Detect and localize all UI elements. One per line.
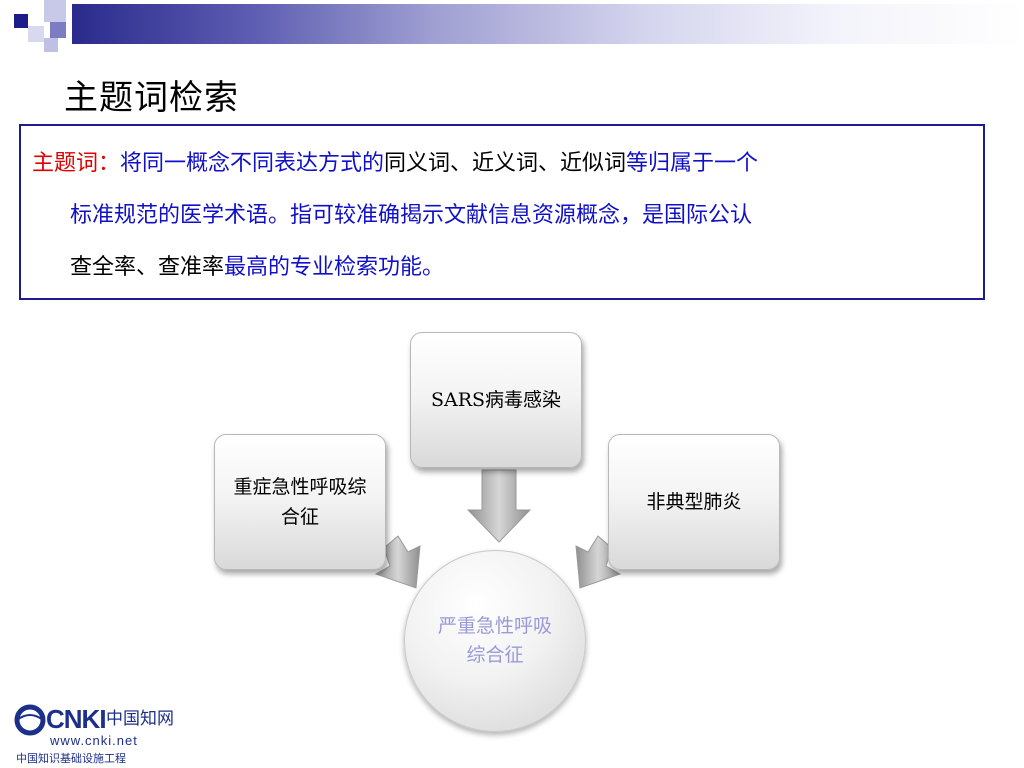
top-concept-label: SARS病毒感染 (430, 389, 562, 411)
cnki-chinese-name: 中国知网 (106, 709, 174, 729)
right-concept-label: 非典型肺炎 (646, 491, 742, 513)
down-arrow-icon (466, 469, 532, 543)
cnki-logo: CNKI 中国知网 www.cnki.net 中国知识基础设施工程 (10, 700, 210, 768)
definition-text-blue: 标准规范的医学术语。指可较准确揭示文献信息资源概念，是国际公认 (70, 203, 753, 228)
center-concept-label: 严重急性呼吸综合征 (437, 615, 552, 666)
center-concept-circle: 严重急性呼吸综合征 (404, 550, 586, 732)
decor-square-dark (14, 14, 28, 28)
right-concept-box: 非典型肺炎 (608, 434, 780, 570)
decor-square-mid (50, 22, 66, 38)
definition-line-3: 查全率、查准率最高的专业检索功能。 (70, 249, 444, 281)
decor-square-pale-2 (44, 38, 58, 52)
cnki-globe-icon (14, 704, 46, 736)
slide-title: 主题词检索 (64, 78, 239, 118)
cnki-url: www.cnki.net (50, 733, 138, 748)
cnki-brand-text: CNKI (46, 704, 107, 734)
top-concept-box: SARS病毒感染 (410, 332, 582, 468)
decor-square-light (44, 0, 66, 22)
cnki-subtitle: 中国知识基础设施工程 (16, 752, 126, 765)
definition-text-black: 查全率、查准率 (70, 255, 225, 280)
definition-text-black: 同义词、近义词、近似词 (384, 151, 627, 176)
left-concept-box: 重症急性呼吸综合征 (214, 434, 386, 570)
definition-box (19, 124, 985, 300)
header-gradient-bar (72, 4, 1024, 44)
left-concept-label: 重症急性呼吸综合征 (233, 476, 367, 528)
definition-text-blue: 等归属于一个 (626, 151, 759, 176)
decor-square-pale (28, 26, 44, 42)
definition-term: 主题词： (32, 151, 121, 176)
definition-text-blue: 最高的专业检索功能。 (224, 255, 445, 280)
definition-text-blue: 将同一概念不同表达方式的 (120, 151, 385, 176)
definition-line-2: 标准规范的医学术语。指可较准确揭示文献信息资源概念，是国际公认 (70, 197, 752, 229)
definition-line-1: 主题词：将同一概念不同表达方式的同义词、近义词、近似词等归属于一个 (32, 145, 758, 177)
